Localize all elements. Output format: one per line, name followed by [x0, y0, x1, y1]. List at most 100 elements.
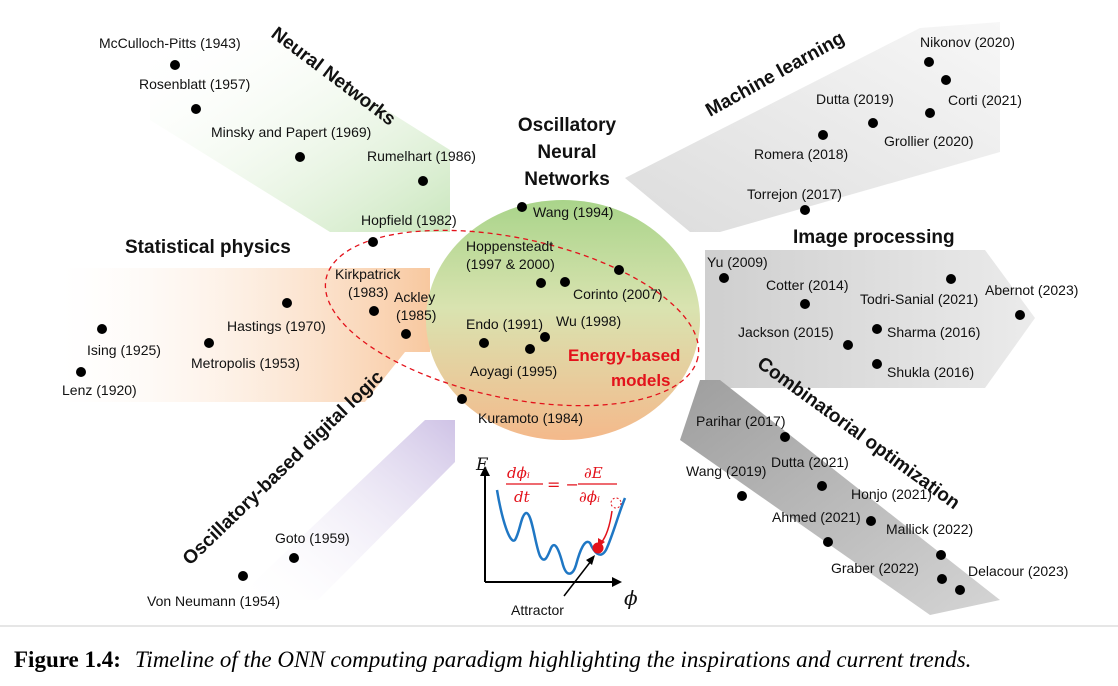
attractor-label: Attractor [511, 602, 564, 618]
dot-wu [540, 332, 550, 342]
dot-wang-1994 [517, 202, 527, 212]
ref-endo: Endo (1991) [466, 316, 543, 332]
eq-rhs-numerator: ∂E [584, 464, 603, 482]
ref-wu: Wu (1998) [556, 313, 621, 329]
ref-kirkpatrick-line2: (1983) [348, 284, 388, 300]
dot-wang-2019 [737, 491, 747, 501]
dot-yu [719, 273, 729, 283]
dot-dutta-2021 [817, 481, 827, 491]
ref-graber: Graber (2022) [831, 560, 919, 576]
onn-title-line2: Neural [537, 142, 596, 163]
energy-based-dashed-ellipse [324, 229, 700, 407]
ref-kirkpatrick-line1: Kirkpatrick [335, 266, 401, 282]
dot-kuramoto [457, 394, 467, 404]
dot-todri-sanial [946, 274, 956, 284]
dot-abernot [1015, 310, 1025, 320]
ref-wang-1994: Wang (1994) [533, 204, 613, 220]
ref-jackson: Jackson (2015) [738, 324, 834, 340]
attractor-pointer-head [586, 555, 595, 565]
dot-nikonov-1 [924, 57, 934, 67]
category-statistical-physics: Statistical physics [125, 237, 291, 258]
ref-cotter: Cotter (2014) [766, 277, 848, 293]
onn-title-backdrop [505, 112, 625, 190]
ref-lenz: Lenz (1920) [62, 382, 137, 398]
ref-hastings: Hastings (1970) [227, 318, 326, 334]
onn-title-line1: Oscillatory [518, 115, 617, 136]
ref-delacour: Delacour (2023) [968, 563, 1068, 579]
ref-wang-2019: Wang (2019) [686, 463, 766, 479]
ref-hoppensteadt-line2: (1997 & 2000) [466, 256, 555, 272]
ball-start-marker [610, 497, 622, 509]
dot-graber-1 [936, 550, 946, 560]
eq-lhs-numerator: dϕᵢ [507, 464, 530, 482]
dot-ising [97, 324, 107, 334]
ref-rumelhart: Rumelhart (1986) [367, 148, 476, 164]
dot-hastings [282, 298, 292, 308]
energy-based-label-line1: Energy-based [568, 346, 680, 365]
ref-rosenblatt: Rosenblatt (1957) [139, 76, 250, 92]
dot-torrejon [800, 205, 810, 215]
inset-y-arrowhead [480, 466, 490, 476]
energy-based-label-line2: models [611, 371, 671, 390]
dot-ackley [401, 329, 411, 339]
dot-parihar [780, 432, 790, 442]
dot-aoyagi [525, 344, 535, 354]
eq-lhs-denominator: dt [514, 488, 531, 506]
dot-corinto [614, 265, 624, 275]
ref-shukla: Shukla (2016) [887, 364, 974, 380]
dot-nikonov-2 [941, 75, 951, 85]
figure-caption: Figure 1.4: Timeline of the ONN computin… [14, 647, 971, 672]
dot-delacour [955, 585, 965, 595]
ref-romera: Romera (2018) [754, 146, 848, 162]
ref-goto: Goto (1959) [275, 530, 350, 546]
ref-abernot: Abernot (2023) [985, 282, 1078, 298]
ref-minsky-papert: Minsky and Papert (1969) [211, 124, 371, 140]
neural-networks-region [150, 40, 450, 232]
ref-parihar: Parihar (2017) [696, 413, 786, 429]
ref-grollier: Grollier (2020) [884, 133, 973, 149]
dot-hoppensteadt-2 [560, 277, 570, 287]
statistical-physics-region [60, 268, 430, 402]
caption-label: Figure 1.4: [14, 647, 121, 672]
dot-cotter [800, 299, 810, 309]
dot-corti [925, 108, 935, 118]
dot-von-neumann [238, 571, 248, 581]
dot-dutta-2019 [868, 118, 878, 128]
dot-kirkpatrick [369, 306, 379, 316]
ref-nikonov: Nikonov (2020) [920, 34, 1015, 50]
ref-metropolis: Metropolis (1953) [191, 355, 300, 371]
ref-mallick: Mallick (2022) [886, 521, 973, 537]
inset-axis-phi: ϕ [624, 586, 638, 610]
ref-corinto: Corinto (2007) [573, 286, 663, 302]
ref-ahmed: Ahmed (2021) [772, 509, 861, 525]
ref-von-neumann: Von Neumann (1954) [147, 593, 280, 609]
ref-hopfield: Hopfield (1982) [361, 212, 457, 228]
machine-learning-region [625, 22, 1000, 232]
category-image-processing: Image processing [793, 227, 955, 248]
ref-dutta-2019: Dutta (2019) [816, 91, 894, 107]
dot-mcculloch-pitts [170, 60, 180, 70]
ref-dutta-2021: Dutta (2021) [771, 454, 849, 470]
dot-endo [479, 338, 489, 348]
attractor-pointer [563, 560, 592, 597]
ref-kuramoto: Kuramoto (1984) [478, 410, 583, 426]
onn-central-ellipse [426, 200, 700, 440]
dot-sharma [872, 324, 882, 334]
ref-torrejon: Torrejon (2017) [747, 186, 842, 202]
ref-aoyagi: Aoyagi (1995) [470, 363, 557, 379]
dot-hopfield [368, 237, 378, 247]
ref-ackley-line2: (1985) [396, 307, 436, 323]
image-processing-region [705, 250, 1035, 388]
energy-landscape-inset: E ϕ Attractor dϕᵢ dt = − ∂E ∂ϕᵢ [475, 455, 638, 618]
combinatorial-region [680, 380, 1000, 615]
dot-rosenblatt [191, 104, 201, 114]
ref-sharma: Sharma (2016) [887, 324, 980, 340]
dot-rumelhart [418, 176, 428, 186]
onn-title-line3: Networks [524, 169, 610, 190]
digital-logic-region [235, 420, 455, 600]
ref-honjo: Honjo (2021) [851, 486, 932, 502]
dot-honjo [866, 516, 876, 526]
dot-jackson [843, 340, 853, 350]
ref-hoppensteadt-line1: Hoppensteadt [466, 238, 553, 254]
